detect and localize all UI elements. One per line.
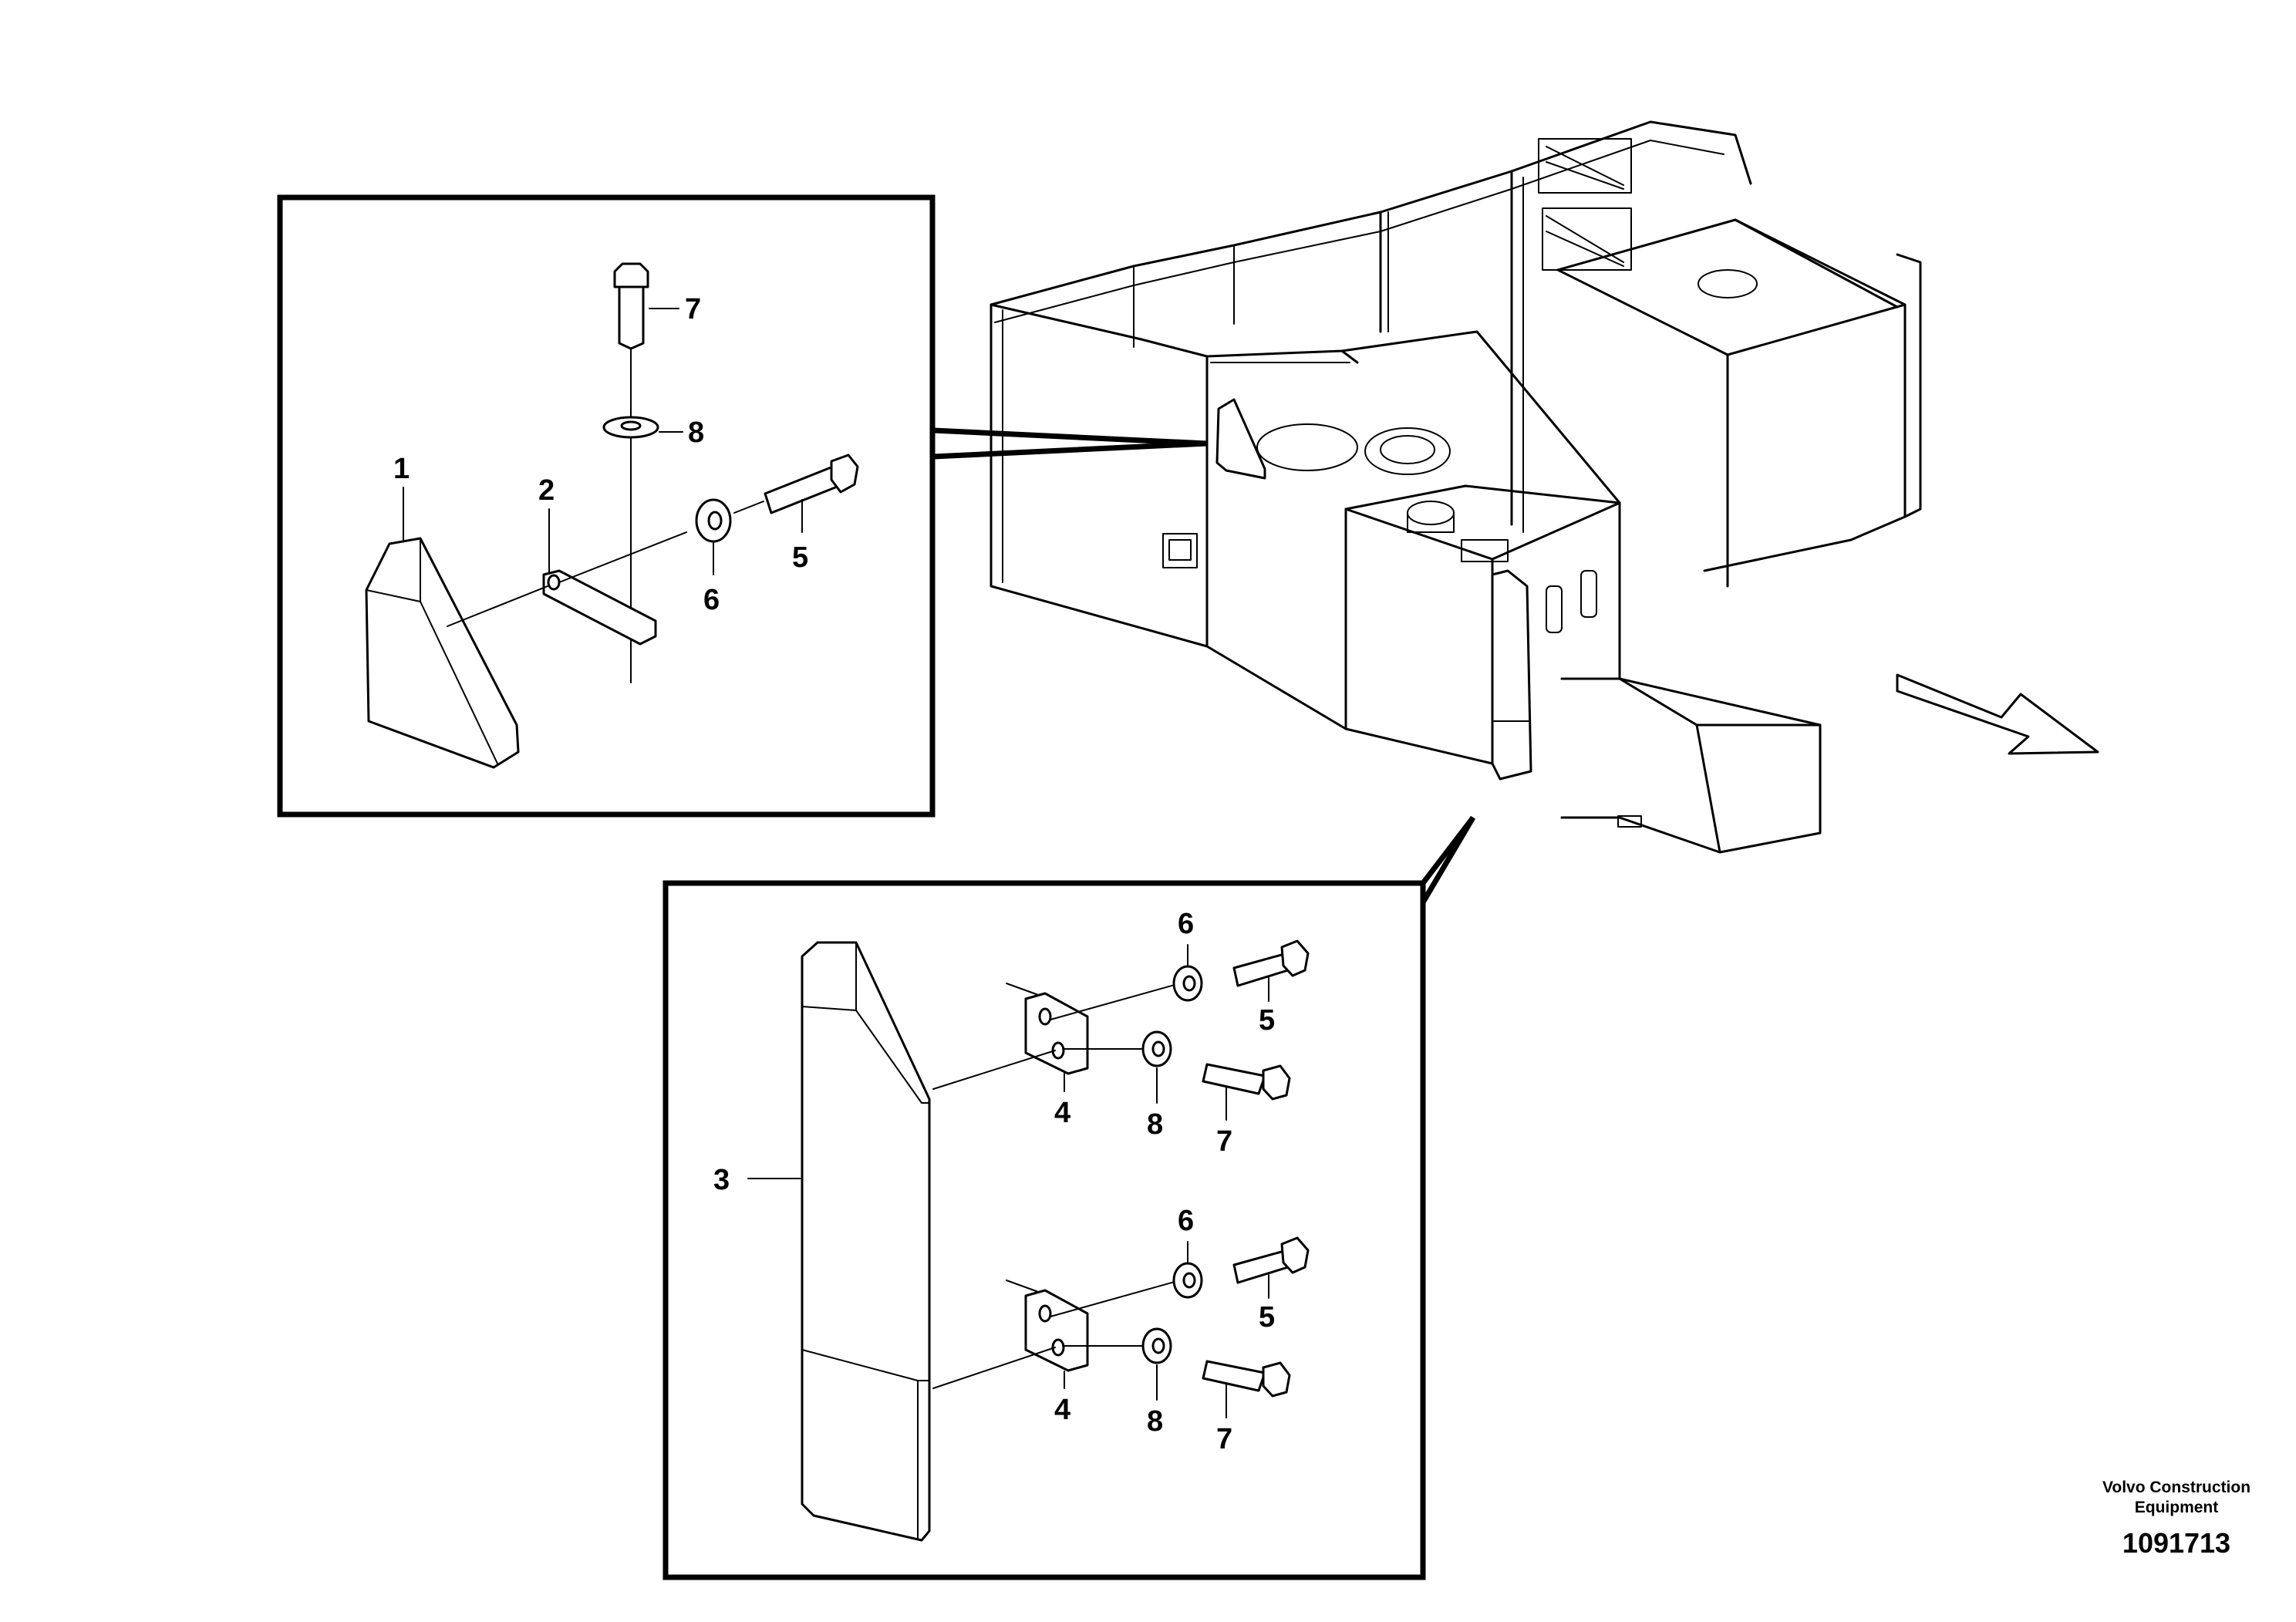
detail-box-bottom: 3 6 5 4 8 7 6 5 4 8 7 [663, 880, 1426, 1580]
brand-line-2: Equipment [2135, 1499, 2219, 1516]
document-number: 1091713 [2122, 1527, 2230, 1559]
callout-top-washer: 8 [688, 416, 704, 449]
callout-upper-bracket: 4 [1054, 1097, 1070, 1129]
detail-box-top: 7 8 1 2 6 5 [277, 194, 936, 818]
callout-lower-washer-b: 8 [1147, 1405, 1163, 1438]
long-guard-3 [801, 941, 931, 1542]
corner-bracket-2 [542, 569, 657, 646]
footer: Volvo Construction Equipment 1091713 [2102, 1479, 2250, 1559]
callout-lower-washer-a: 6 [1178, 1205, 1194, 1237]
callout-long-guard: 3 [713, 1164, 730, 1196]
machine-body [990, 120, 1922, 854]
upper-fixing-set [932, 939, 1310, 1101]
washer-8-top [602, 416, 659, 439]
washer-6-top [695, 498, 732, 543]
callout-lower-bolt-b: 7 [1216, 1423, 1232, 1455]
callout-upper-bolt-a: 5 [1259, 1004, 1275, 1037]
callout-upper-bolt-b: 7 [1216, 1125, 1232, 1158]
callout-upper-washer-a: 6 [1178, 908, 1194, 940]
lower-fixing-set [932, 1236, 1310, 1398]
callout-corner-bracket: 2 [538, 474, 555, 507]
callout-upper-washer-b: 8 [1147, 1108, 1163, 1141]
callout-top-side-washer: 6 [703, 584, 720, 616]
corner-guard-1 [365, 537, 520, 769]
front-direction-arrow [1896, 673, 2099, 755]
brand-line-1: Volvo Construction [2102, 1479, 2250, 1496]
callout-lower-bracket: 4 [1054, 1394, 1070, 1426]
callout-lower-bolt-a: 5 [1259, 1301, 1275, 1334]
bolt-7-vertical [613, 262, 649, 456]
callout-top-bolt: 7 [685, 293, 701, 325]
bolt-5-top [764, 454, 859, 514]
detail-pointer-bottom [1420, 815, 1476, 904]
callout-corner-guard: 1 [393, 453, 410, 485]
detail-pointer-top [932, 427, 1208, 460]
callout-top-side-bolt: 5 [792, 541, 808, 574]
